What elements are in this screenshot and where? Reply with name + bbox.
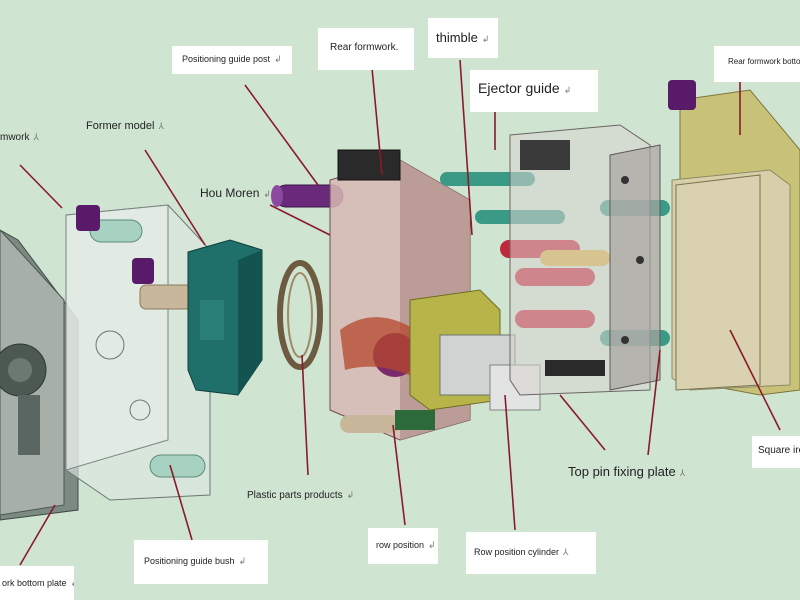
label-text: thimble <box>436 30 478 45</box>
label-former-model: Former model⅄ <box>86 120 164 132</box>
label-rear-formwork: Rear formwork. <box>318 28 414 70</box>
label-row-position: row position↲ <box>368 528 438 564</box>
label-text: ork bottom plate <box>2 578 67 588</box>
leader-lines <box>19 59 781 566</box>
label-text: Positioning guide post <box>182 54 271 64</box>
top-pin-fixing-plate-part <box>609 144 661 391</box>
label-text: Plastic parts products <box>247 490 343 501</box>
positioning-guide-post-part <box>271 184 344 208</box>
label-text: Hou Moren <box>200 186 260 200</box>
square-iron-part <box>675 174 761 391</box>
label-text: row position <box>376 540 425 550</box>
label-text: Positioning guide bush <box>144 556 235 566</box>
label-square-iron: Square iro <box>752 436 800 468</box>
label-rear-formwork-bottom-right: Rear formwork botto <box>714 46 800 82</box>
label-text: Square iro <box>758 445 800 456</box>
label-top-pin-fixing-plate: Top pin fixing plate⅄ <box>568 464 686 479</box>
label-formwork-bottom-plate: ork bottom plate↲ <box>0 566 74 600</box>
label-row-position-cylinder: Row position cylinder⅄ <box>466 532 596 574</box>
label-text: Top pin fixing plate <box>568 464 676 479</box>
label-text: mwork <box>0 132 30 143</box>
label-plastic-parts-products: Plastic parts products↲ <box>247 490 355 501</box>
label-text: Ejector guide <box>478 80 560 96</box>
label-text: Rear formwork botto <box>728 57 800 66</box>
plastic-part <box>277 260 323 370</box>
label-ejector-guide: Ejector guide↲ <box>470 70 598 112</box>
label-positioning-guide-post: Positioning guide post↲ <box>172 46 292 74</box>
former-model-part <box>187 239 263 396</box>
label-hou-moren: Hou Moren↲ <box>200 186 271 200</box>
label-text: Former model <box>86 120 155 132</box>
label-text: Row position cylinder <box>474 547 560 557</box>
label-rear-formwork-left: mwork⅄ <box>0 132 39 143</box>
label-positioning-guide-bush: Positioning guide bush↲ <box>134 540 268 584</box>
label-thimble: thimble↲ <box>428 18 498 58</box>
label-text: Rear formwork. <box>330 42 399 53</box>
